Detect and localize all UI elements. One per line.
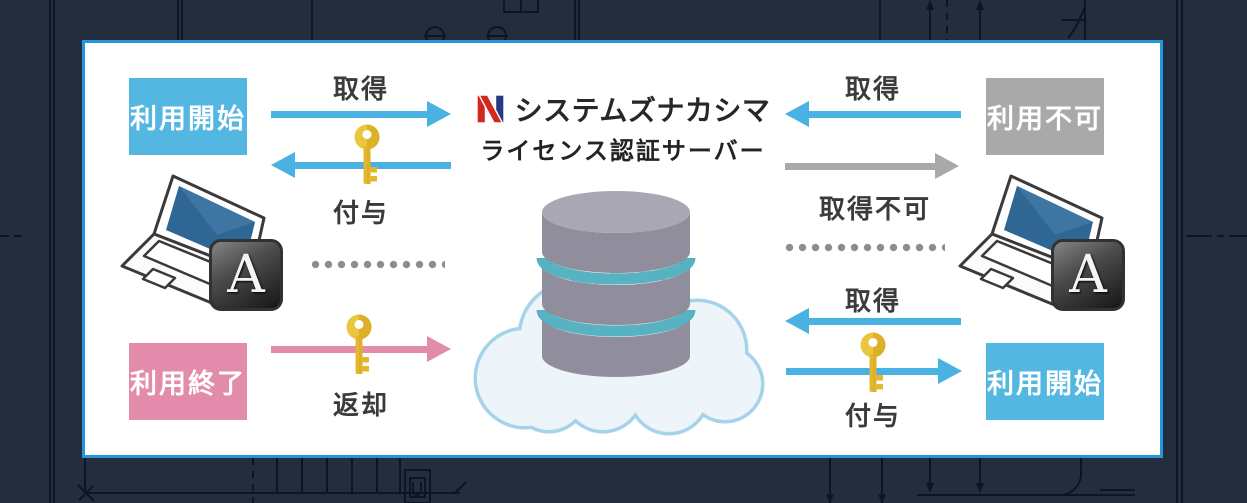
status-badge-start-left-label: 利用開始	[130, 104, 246, 135]
cad-app-letter: A	[227, 245, 265, 305]
acquire-label-right-top: 取得	[844, 75, 901, 105]
arrow-head-right-icon	[935, 153, 959, 179]
return-arrow-left	[271, 336, 451, 362]
grant-label-right: 付与	[844, 402, 901, 432]
arrow-head-left-icon	[271, 152, 295, 178]
arrow-shaft	[786, 367, 938, 375]
arrow-shaft	[295, 161, 451, 169]
cad-app-letter: A	[1069, 245, 1107, 305]
status-badge-start-right: 利用開始	[986, 343, 1104, 420]
license-key-icon	[860, 332, 886, 392]
arrow-shaft	[271, 345, 427, 353]
brand-name: システムズナカシマ	[514, 94, 771, 127]
systems-nakashima-logo-icon	[475, 94, 505, 124]
grant-label-left: 付与	[332, 199, 389, 229]
status-badge-end-left: 利用終了	[129, 343, 247, 420]
not-acquired-label-right: 取得不可	[818, 195, 931, 225]
not-acquired-arrow-right	[785, 153, 959, 179]
grant-arrow-left	[271, 152, 451, 178]
session-separator-dotted-right	[785, 243, 945, 252]
arrow-head-left-icon	[785, 308, 809, 334]
arrow-head-right-icon	[427, 101, 451, 127]
arrow-shaft	[271, 110, 427, 118]
license-server-cloud-database-icon	[473, 191, 765, 436]
cad-app-icon-left: A	[209, 239, 283, 311]
diagram-panel: 利用開始 取得 付与 A 利用終了 返却	[82, 40, 1163, 458]
brand-row: システムズナカシマ	[468, 91, 778, 127]
arrow-head-right-icon	[938, 358, 962, 384]
acquire-arrow-left	[271, 101, 451, 127]
session-separator-dotted-left	[311, 260, 445, 269]
status-badge-start-left: 利用開始	[129, 78, 247, 155]
arrow-head-right-icon	[427, 336, 451, 362]
return-label-left: 返却	[332, 391, 389, 421]
arrow-shaft	[785, 162, 935, 170]
status-badge-unavailable-label: 利用不可	[987, 104, 1103, 135]
license-key-icon	[346, 314, 372, 374]
acquire-arrow-right-top	[785, 101, 961, 127]
status-badge-start-right-label: 利用開始	[987, 369, 1103, 400]
acquire-arrow-right-bottom	[785, 308, 961, 334]
acquire-label-right-bottom: 取得	[844, 287, 901, 317]
license-key-icon	[354, 124, 380, 184]
server-subtitle: ライセンス認証サーバー	[480, 137, 766, 165]
database-icon	[536, 191, 696, 377]
grant-arrow-right	[786, 358, 962, 384]
arrow-shaft	[809, 317, 961, 325]
arrow-shaft	[809, 110, 961, 118]
acquire-label-left: 取得	[332, 75, 389, 105]
cad-app-icon-right: A	[1051, 239, 1125, 311]
status-badge-unavailable-right: 利用不可	[986, 78, 1104, 155]
arrow-head-left-icon	[785, 101, 809, 127]
status-badge-end-left-label: 利用終了	[130, 369, 246, 400]
